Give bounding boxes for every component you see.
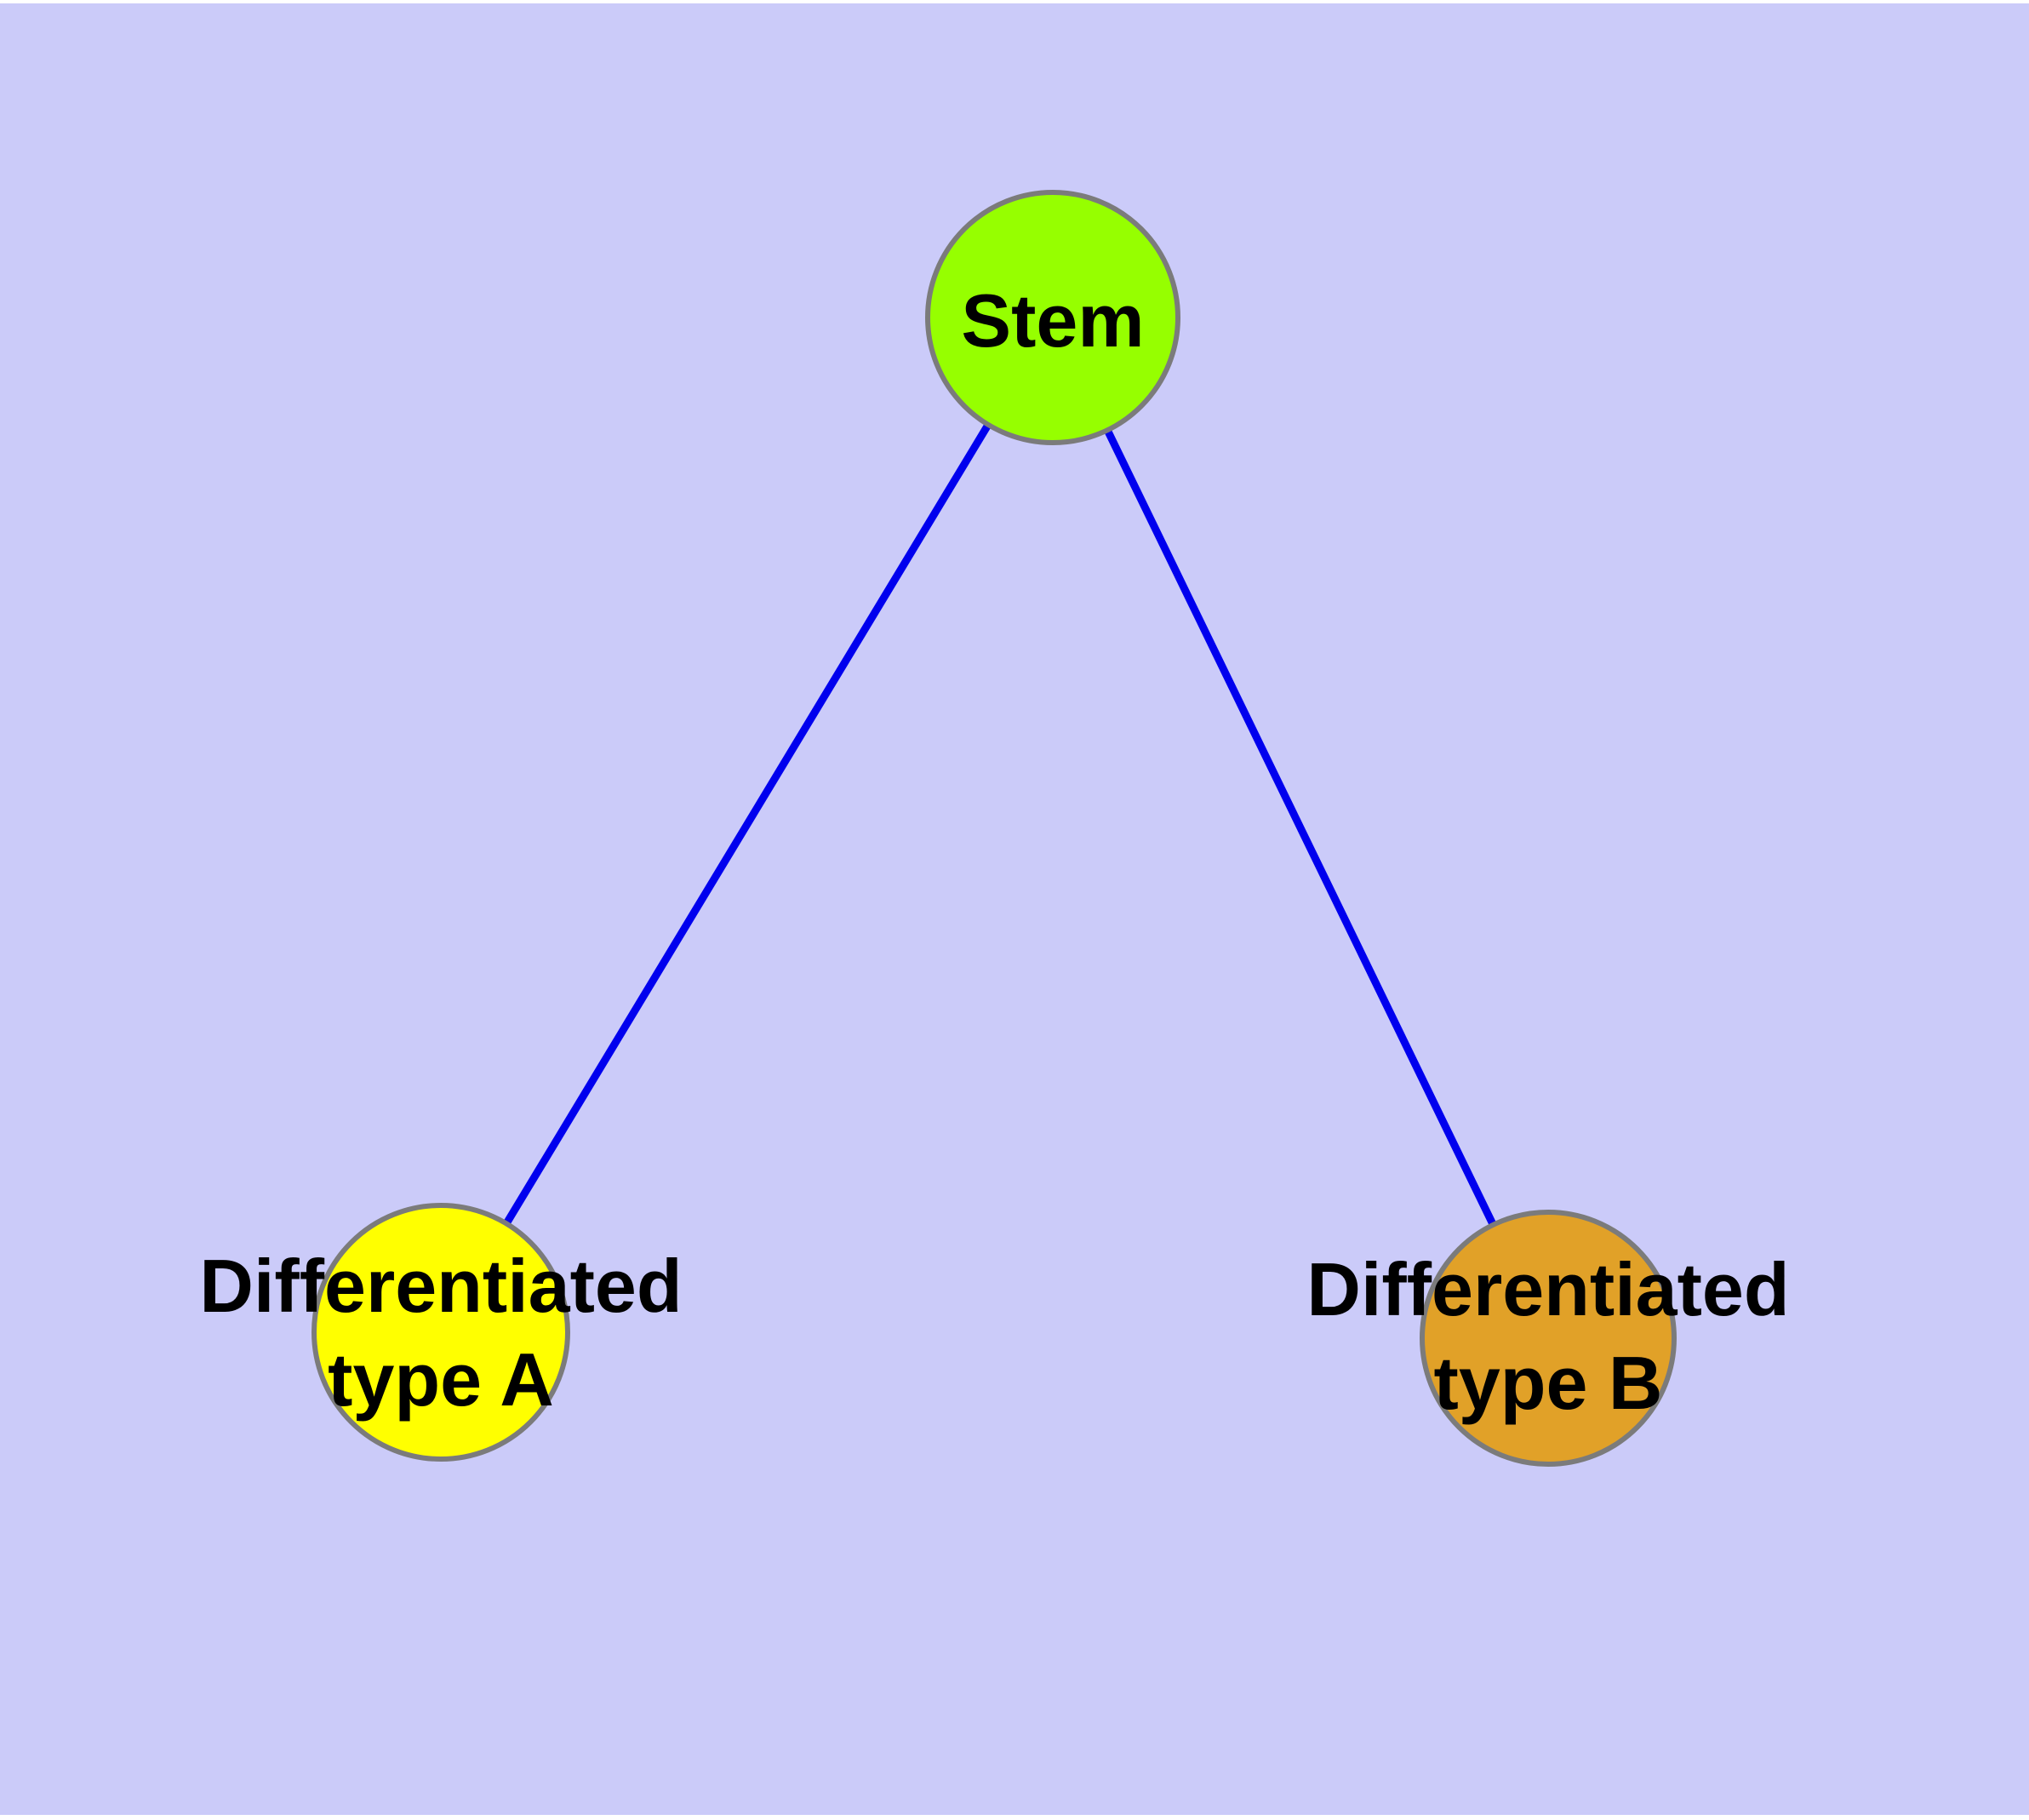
node-label-stem: Stem bbox=[961, 278, 1145, 363]
node-type-b bbox=[1420, 1210, 1677, 1467]
node-label-type-a: Differentiated type A bbox=[199, 1244, 683, 1422]
node-type-a bbox=[311, 1203, 570, 1462]
node-label-type-b: Differentiated type B bbox=[1306, 1247, 1790, 1425]
edge-stem-to-type-b bbox=[1049, 316, 1552, 1340]
node-stem bbox=[925, 190, 1180, 445]
edge-stem-to-type-a bbox=[437, 315, 1056, 1335]
